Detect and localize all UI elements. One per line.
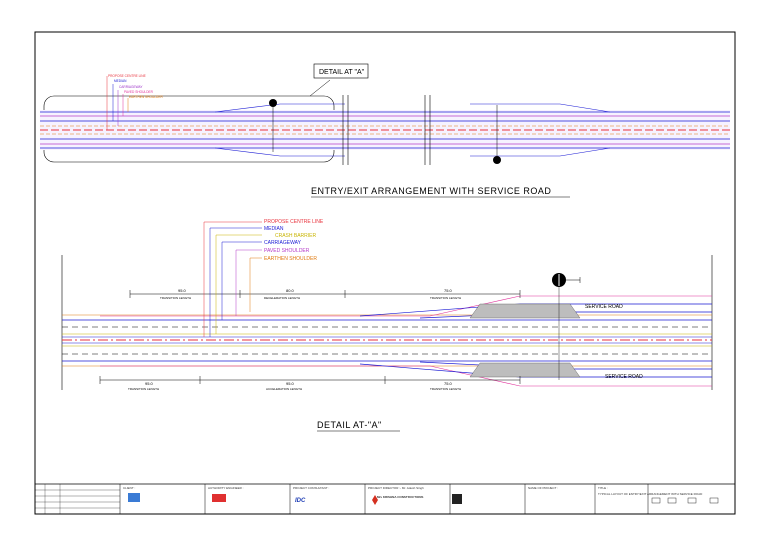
tb-authority-head: AUTHORITY ENGINEER : — [208, 486, 244, 490]
detail-legend-item: PROPOSE CENTRE LINE — [264, 219, 324, 225]
top-plan: DETAIL AT "A" PROPOSE CENTRE L — [40, 63, 730, 198]
dim-value: 95.0 — [145, 381, 154, 386]
service-road-label: SERVICE ROAD — [605, 374, 643, 380]
authority-logo-icon — [212, 494, 226, 502]
dim-value: 95.0 — [178, 288, 187, 293]
dim-label: TRANSITION LENGTH — [430, 296, 461, 300]
gore-area — [469, 303, 581, 319]
detail-legend-item: MEDIAN — [264, 226, 284, 232]
detail-title: DETAIL AT-"A" — [317, 420, 382, 430]
contractor-logo-icon — [372, 495, 378, 505]
dim-label: ACCELERATION LENGTH — [266, 387, 302, 391]
detail-callout-label-box — [313, 63, 369, 79]
detail-plan: 95.0 TRANSITION LENGTH 80.0 DECELERATION… — [61, 219, 713, 432]
section-marker-icon — [269, 99, 277, 107]
detail-callout-label: DETAIL AT "A" — [319, 69, 365, 76]
dim-label: DECELERATION LENGTH — [264, 296, 300, 300]
tb-client-head: CLIENT : — [123, 486, 135, 490]
detail-legend-item: PAVED SHOULDER — [264, 248, 310, 254]
dim-value: 95.0 — [286, 381, 295, 386]
dim-value: 80.0 — [286, 288, 295, 293]
detail-legend-item: EARTHEN SHOULDER — [264, 256, 317, 262]
detail-legend-item: CARRIAGEWAY — [264, 240, 302, 246]
dim-value: 75.0 — [444, 381, 453, 386]
tb-consultant-head: PROJECT CONSULTANT : — [293, 486, 329, 490]
service-road-label: SERVICE ROAD — [585, 304, 623, 310]
title-block: CLIENT : AUTHORITY ENGINEER : PROJECT CO… — [35, 483, 735, 514]
dim-value: 75.0 — [444, 288, 453, 293]
tb-title-text: TYPICAL LAYOUT OF ENTRY/EXIT ARRANGEMENT… — [598, 492, 703, 496]
section-marker-icon — [493, 156, 501, 164]
tb-contractor-name: M/s KRISHNA CONSTRUCTIONS — [377, 495, 423, 499]
top-legend-item: EARTHEN SHOULDER — [129, 95, 163, 99]
top-legend-item: PROPOSE CENTRE LINE — [108, 74, 146, 78]
dim-label: TRANSITION LENGTH — [430, 387, 461, 391]
top-plan-title: ENTRY/EXIT ARRANGEMENT WITH SERVICE ROAD — [311, 186, 551, 196]
tb-director-head: PROJECT DIRECTOR :- Mr. Adesh Singh — [368, 486, 424, 490]
tb-project-head: NAME OF PROJECT : — [528, 486, 558, 490]
top-legend-item: CARRIAGEWAY — [119, 85, 143, 89]
sheet-border — [34, 31, 736, 515]
top-legend-item: MEDIAN — [114, 79, 127, 83]
consultant-logo-icon: IDC — [295, 498, 306, 504]
detail-legend-item: CRASH BARRIER — [275, 233, 317, 239]
top-legend-item: PAVED SHOULDER — [124, 90, 154, 94]
dim-label: TRANSITION LENGTH — [128, 387, 159, 391]
director-logo-icon — [452, 494, 462, 504]
tb-title-head: TITLE : — [598, 486, 608, 490]
gore-area — [469, 362, 581, 378]
client-logo-icon — [128, 493, 140, 502]
dim-label: TRANSITION LENGTH — [160, 296, 191, 300]
